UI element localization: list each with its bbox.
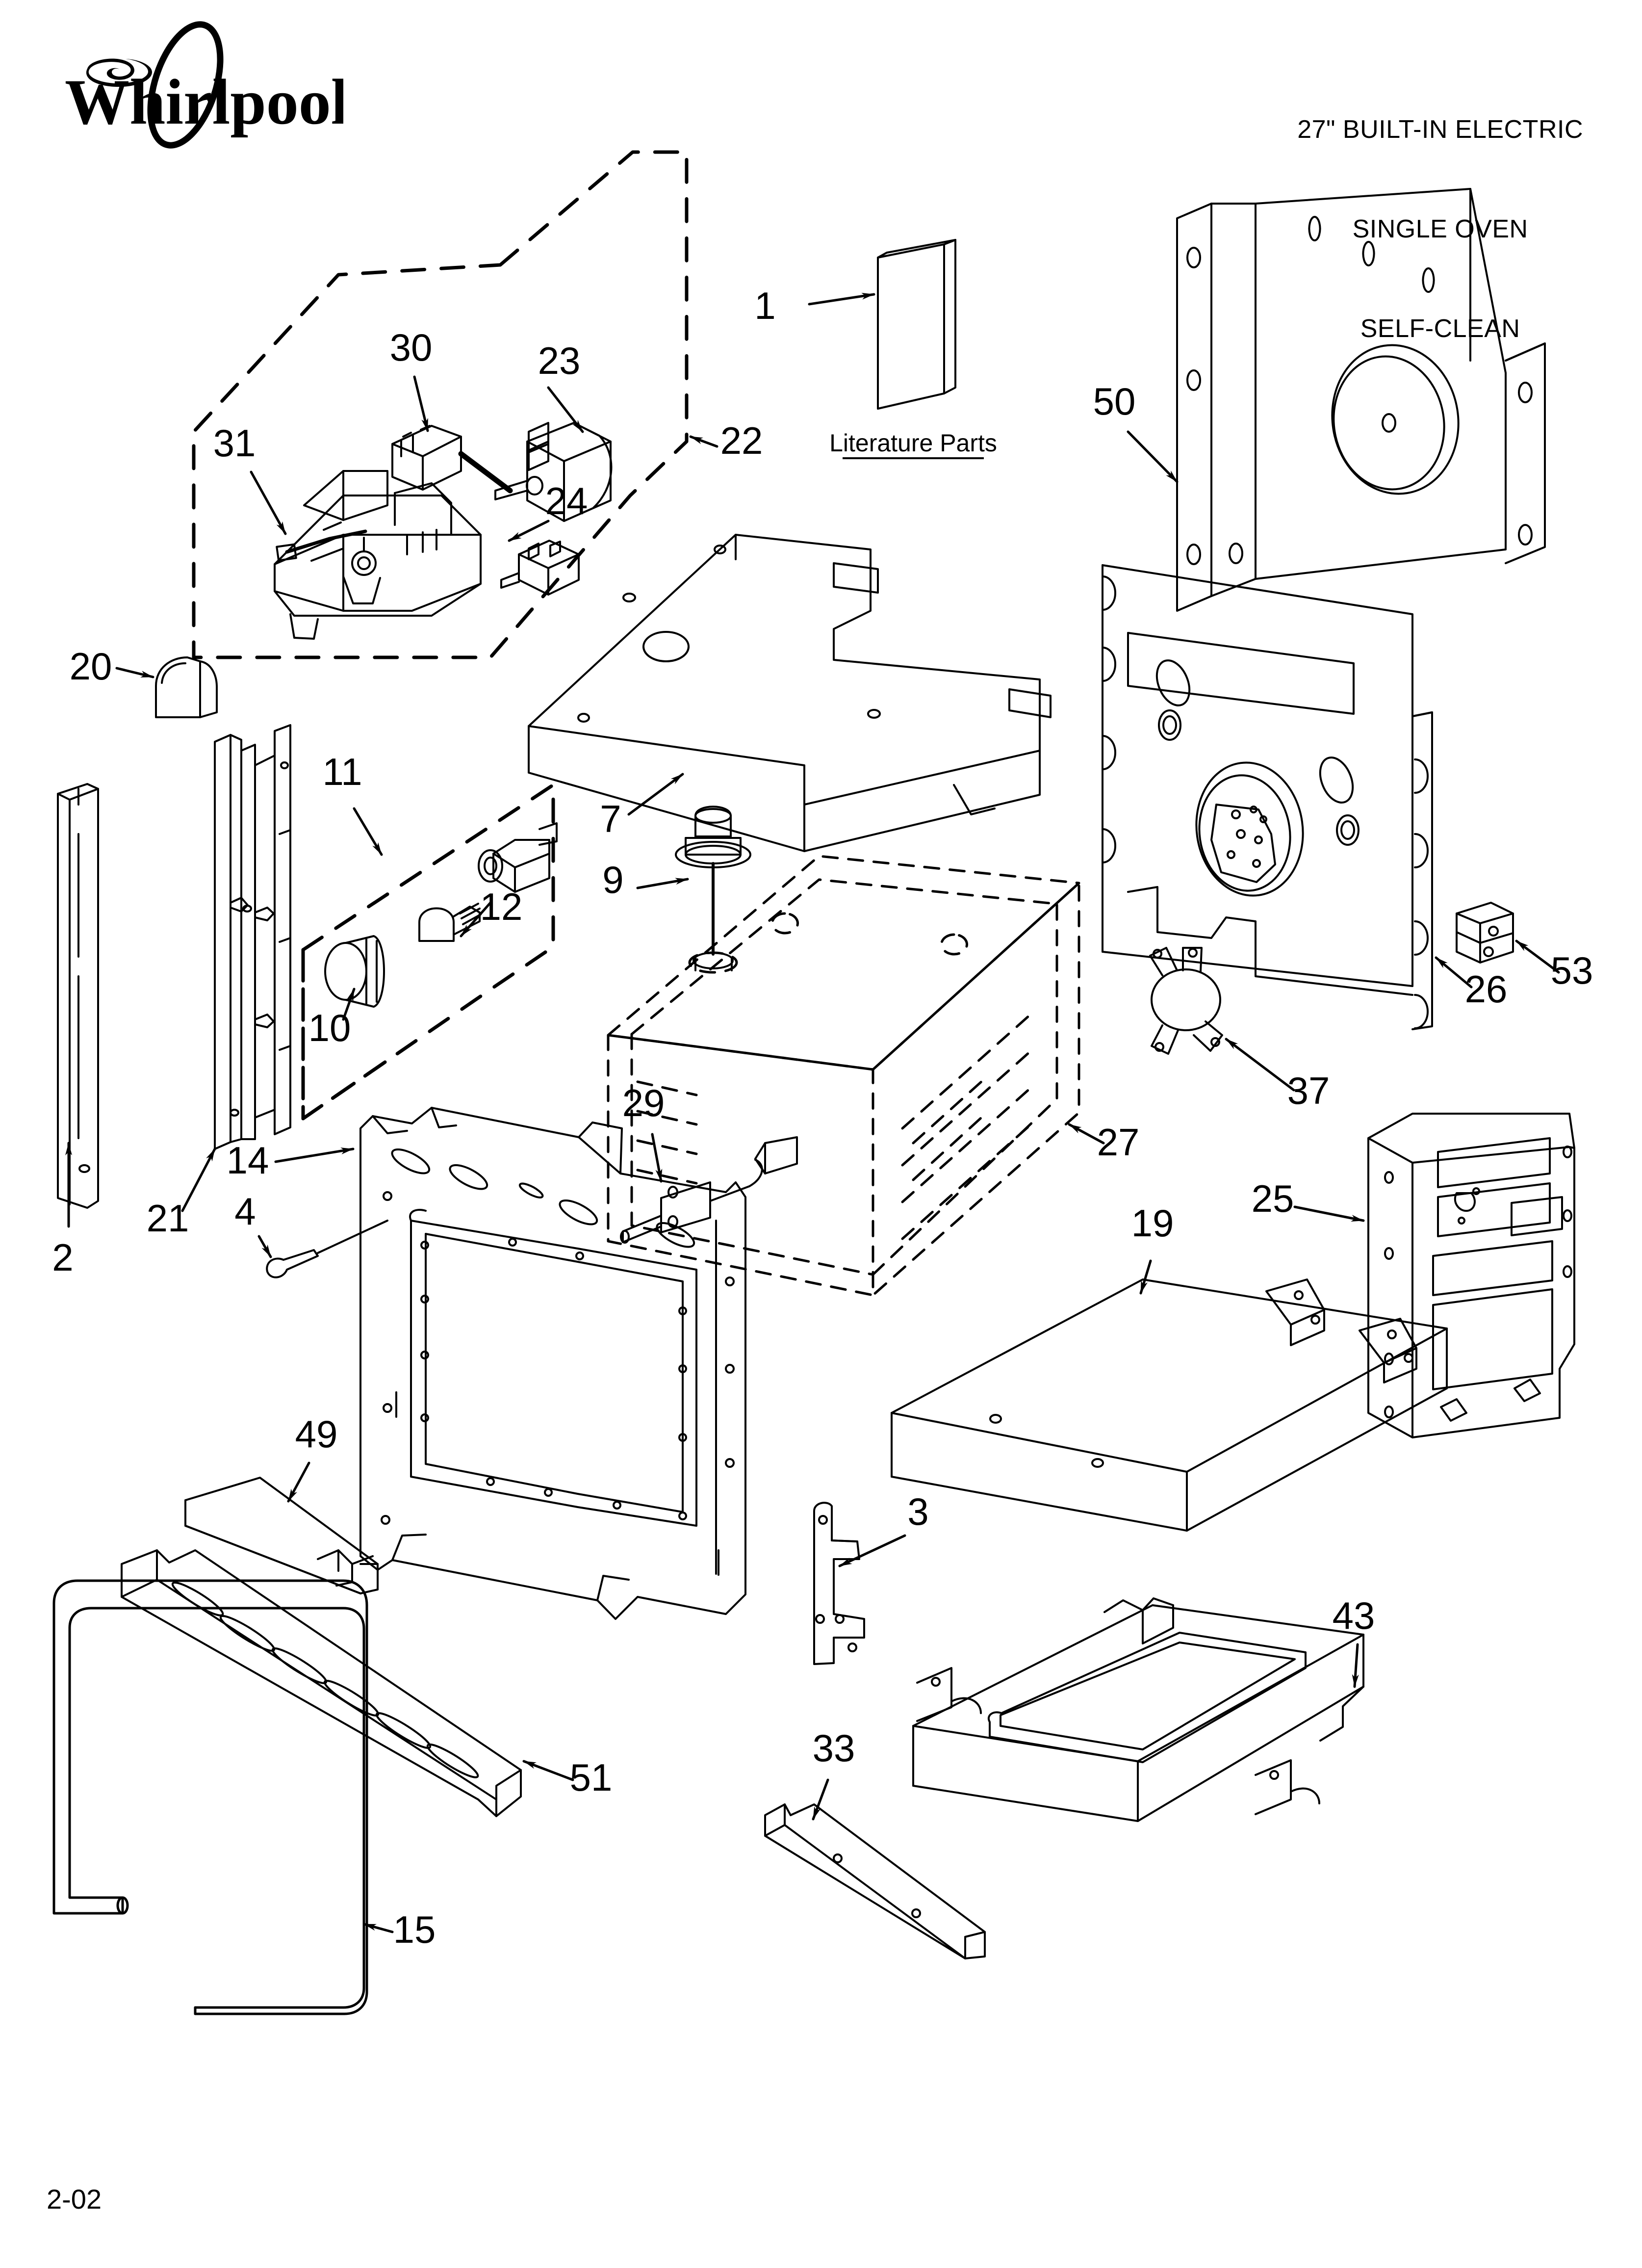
rear-panel [1102, 564, 1433, 1030]
callout-37: 37 [1287, 1069, 1330, 1112]
callout-27: 27 [1097, 1121, 1140, 1164]
side-panel [1367, 1113, 1575, 1438]
bottom-shelf-panel [891, 1278, 1448, 1532]
callout-21: 21 [147, 1197, 189, 1240]
light-assembly-group-envelope [301, 783, 555, 1121]
title-line-2: SINGLE OVEN [1352, 214, 1528, 243]
literature-parts-caption: Literature Parts [829, 429, 997, 459]
leader-lines [65, 292, 1560, 1933]
temperature-sensor-probe [620, 1136, 798, 1244]
lamp-socket [478, 822, 558, 893]
callout-30: 30 [390, 326, 433, 369]
model-title: 27" BUILT-IN ELECTRIC SINGLE OVEN SELF-C… [1297, 47, 1583, 412]
callout-26: 26 [1465, 967, 1508, 1011]
callout-23: 23 [538, 339, 581, 382]
support-bracket [813, 1502, 865, 1665]
vent-trim [121, 1549, 522, 1817]
callout-1: 1 [754, 284, 775, 327]
bottom-liner-frame [912, 1597, 1364, 1822]
literature-parts-label: Literature Parts [829, 429, 997, 457]
callout-33: 33 [813, 1726, 855, 1770]
title-line-1: 27" BUILT-IN ELECTRIC [1297, 115, 1583, 144]
callout-15: 15 [393, 1908, 436, 1951]
thermal-limiter-switch [1149, 947, 1223, 1055]
callout-43: 43 [1333, 1594, 1375, 1637]
door-gasket-seal [52, 1579, 368, 2015]
callout-50: 50 [1093, 380, 1136, 423]
control-panel-assembly-envelope [192, 150, 689, 659]
callout-24: 24 [545, 479, 588, 522]
micro-switch [500, 540, 580, 596]
callout-10: 10 [308, 1006, 351, 1049]
trim-piece [184, 1477, 379, 1594]
oven-cavity-liner [607, 855, 1080, 1297]
wordmark-text: Whirlpool [65, 66, 343, 138]
callout-49: 49 [295, 1412, 338, 1456]
bottom-rail [764, 1803, 986, 1959]
oven-front-frame [359, 1107, 746, 1620]
callout-numbers: 1 2 3 4 7 9 10 11 12 14 15 19 20 21 22 2… [52, 284, 1593, 1951]
callout-12: 12 [480, 885, 523, 928]
callout-9: 9 [602, 858, 623, 901]
callout-51: 51 [570, 1756, 613, 1799]
control-panel-bracket [274, 470, 482, 640]
screw-pin [266, 1220, 388, 1278]
callout-3: 3 [907, 1490, 928, 1533]
callout-31: 31 [213, 421, 256, 465]
callout-22: 22 [720, 419, 763, 462]
callout-11: 11 [323, 750, 362, 793]
end-cap [155, 656, 218, 718]
side-rail-channel [214, 724, 291, 1150]
callout-14: 14 [227, 1139, 269, 1182]
terminal-block [391, 425, 513, 494]
callout-7: 7 [600, 797, 621, 840]
page-footer: 2-02 [47, 2184, 102, 2215]
callout-19: 19 [1131, 1201, 1174, 1245]
thermostat-bulb [675, 806, 751, 971]
literature-manual [877, 239, 956, 410]
callout-53: 53 [1551, 949, 1593, 992]
oven-lamp-bulb [418, 903, 482, 942]
callout-20: 20 [70, 645, 112, 688]
back-panel [1176, 188, 1546, 612]
callout-4: 4 [234, 1190, 256, 1233]
vertical-trim-strip [57, 783, 99, 1209]
light-lens [324, 935, 385, 1008]
title-line-3: SELF-CLEAN [1360, 314, 1520, 343]
whirlpool-logo: Whirlpool [29, 20, 349, 152]
harness-wire [285, 529, 367, 554]
callout-2: 2 [52, 1236, 73, 1279]
callout-29: 29 [622, 1081, 665, 1124]
callout-25: 25 [1252, 1177, 1294, 1220]
clip-bracket [1456, 902, 1514, 964]
top-panel [528, 534, 1052, 852]
